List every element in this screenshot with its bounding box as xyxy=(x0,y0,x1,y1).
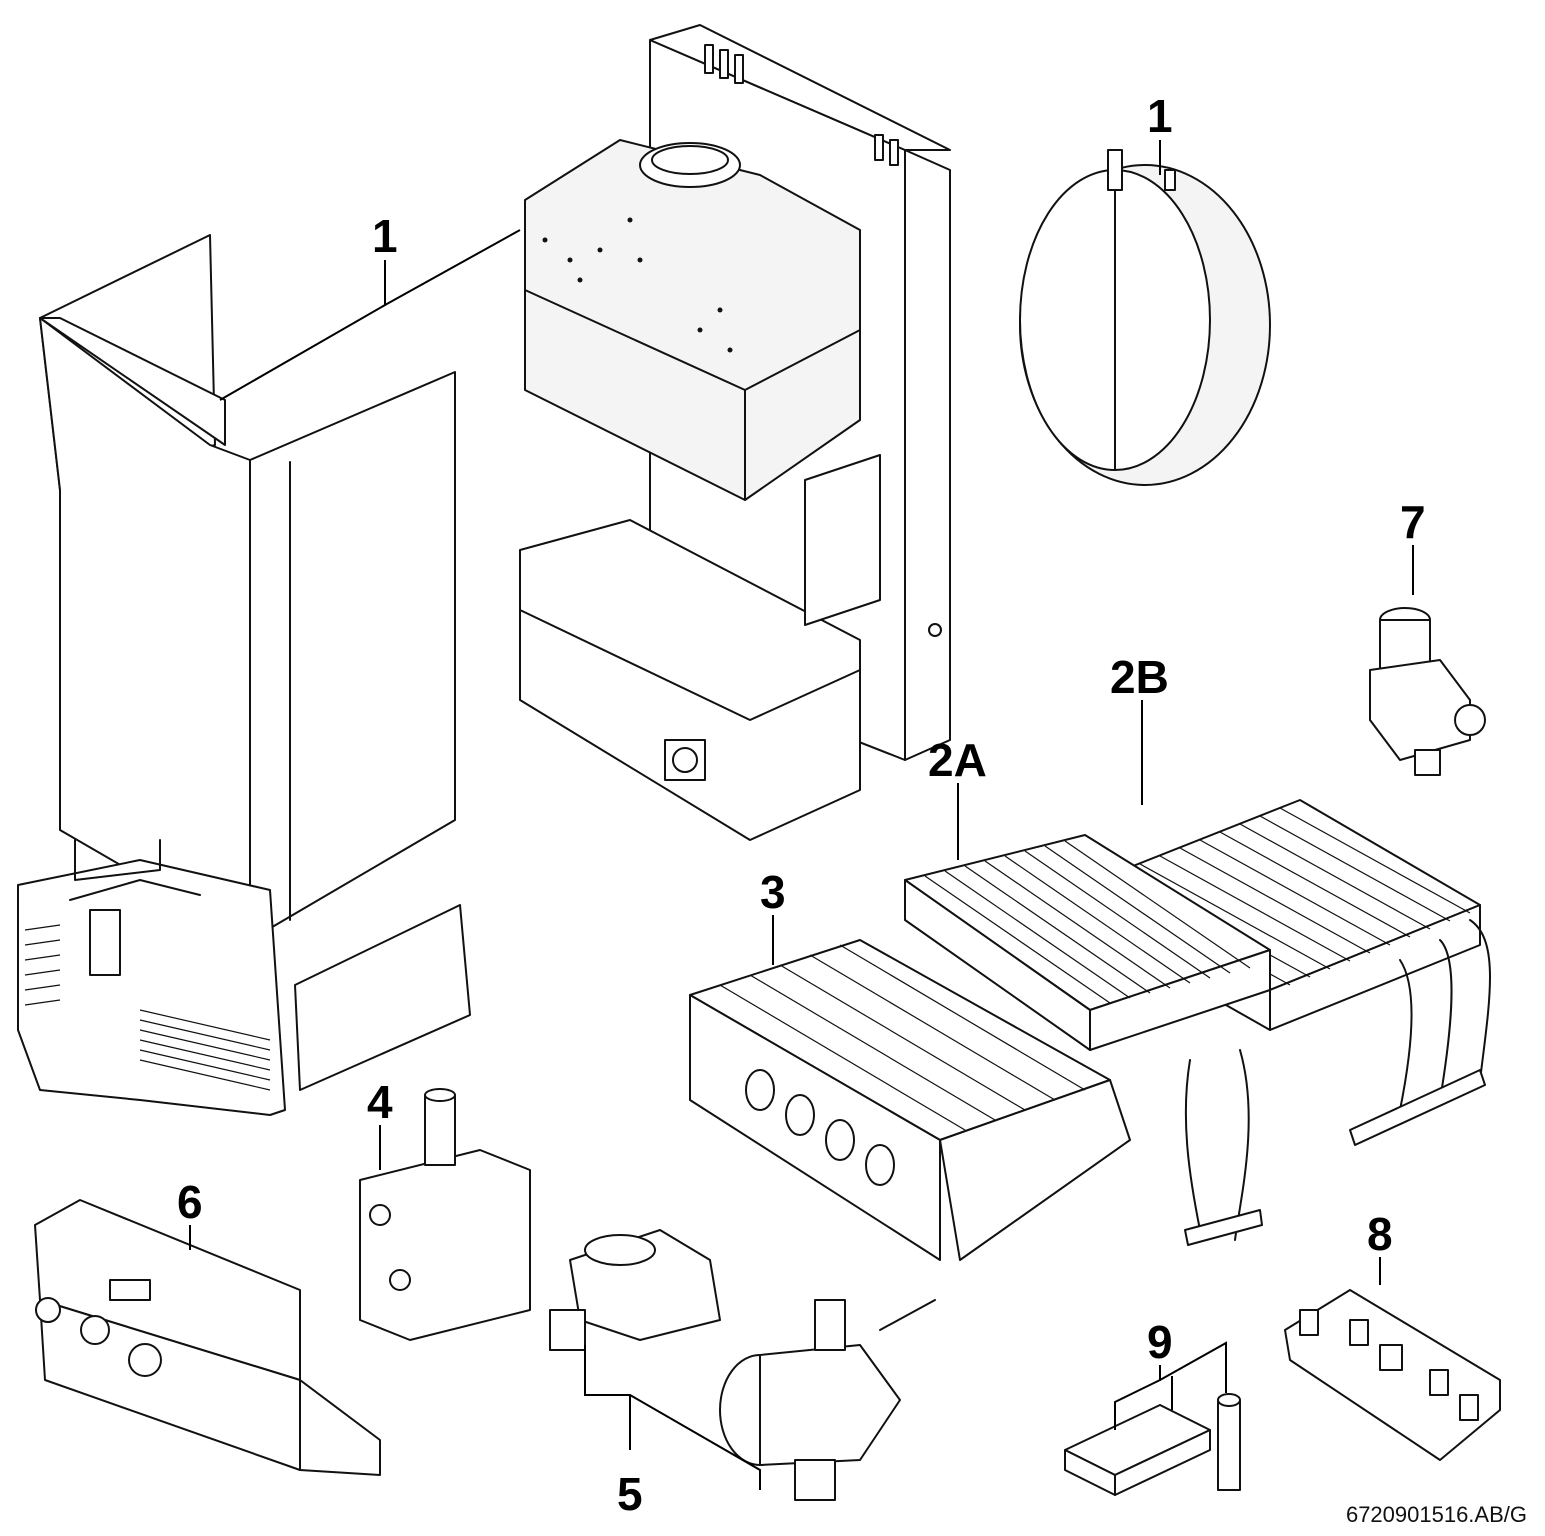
leader-lines xyxy=(189,140,1414,1490)
label-connection-bracket: 8 xyxy=(1367,1208,1393,1260)
label-control-panel: 6 xyxy=(177,1176,203,1228)
label-burner: 3 xyxy=(760,866,786,918)
burner xyxy=(689,939,1131,1261)
heat-exchanger-2a xyxy=(904,834,1271,1246)
label-heat-exchanger-2b: 2B xyxy=(1110,651,1169,703)
casing-front-cover xyxy=(17,234,471,1116)
diverter-valve xyxy=(1369,607,1486,776)
boiler-frame xyxy=(519,24,951,841)
label-fan-and-pump: 5 xyxy=(617,1468,643,1520)
connection-bracket xyxy=(1284,1289,1501,1461)
pump xyxy=(719,1299,936,1501)
expansion-vessel xyxy=(1019,149,1271,486)
gas-valve xyxy=(359,1088,531,1341)
label-gas-valve: 4 xyxy=(367,1076,393,1128)
control-panel xyxy=(34,1199,381,1476)
label-expansion-vessel: 1 xyxy=(1147,90,1173,142)
label-heat-exchanger-2a: 2A xyxy=(928,734,987,786)
reference-code: 6720901516.AB/G xyxy=(1345,1502,1527,1527)
label-casing: 1 xyxy=(372,210,398,262)
label-seal-kit: 9 xyxy=(1147,1316,1173,1368)
label-diverter-valve: 7 xyxy=(1400,496,1426,548)
fan-assembly xyxy=(549,1229,721,1351)
seal-kit xyxy=(1064,1393,1241,1496)
